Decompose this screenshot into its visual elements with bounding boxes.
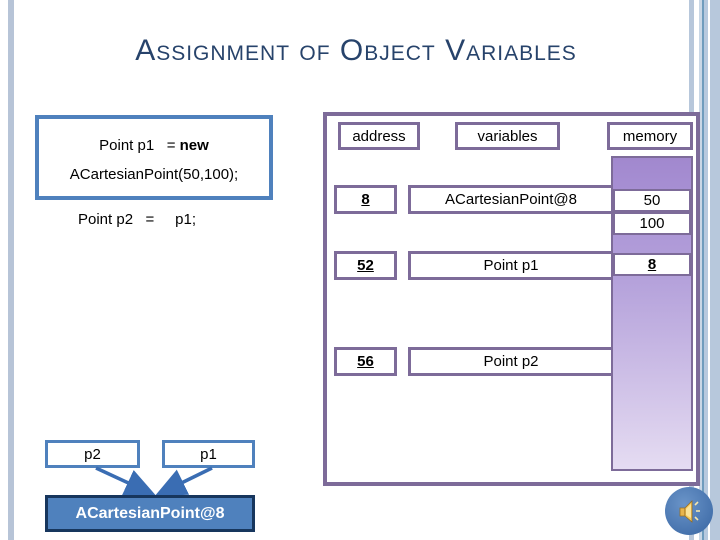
- header-address: address: [338, 122, 420, 150]
- reference-arrows: [95, 466, 213, 497]
- address-cell-object: 8: [334, 185, 397, 214]
- address-value: 8: [361, 191, 370, 208]
- right-edge-stripe: [702, 0, 704, 540]
- code-line1-text: Point p1 =: [99, 137, 180, 154]
- memory-cell-y: 100: [613, 212, 691, 235]
- address-value: 52: [357, 257, 374, 274]
- speaker-icon: [679, 500, 700, 523]
- ref-box-p1: p1: [162, 440, 255, 468]
- memory-cell-x: 50: [613, 189, 691, 212]
- right-edge-stripe: [699, 0, 702, 540]
- audio-button[interactable]: [665, 487, 713, 535]
- memory-column: 50 100 8: [611, 156, 693, 471]
- address-value: 56: [357, 353, 374, 370]
- right-edge-stripe: [710, 0, 720, 540]
- ref-box-p2: p2: [45, 440, 140, 468]
- header-memory: memory: [607, 122, 693, 150]
- address-cell-p2: 56: [334, 347, 397, 376]
- variable-cell-object: ACartesianPoint@8: [408, 185, 614, 214]
- object-instance-box: ACartesianPoint@8: [45, 495, 255, 532]
- memory-gap: [613, 158, 691, 189]
- variable-cell-p2: Point p2: [408, 347, 614, 376]
- code-line-1: Point p1 = new: [39, 131, 269, 160]
- memory-gap: [613, 235, 691, 253]
- variable-cell-p1: Point p1: [408, 251, 614, 280]
- memory-cell-p1-ref: 8: [613, 253, 691, 276]
- memory-value: 8: [647, 256, 657, 273]
- right-edge-stripe: [704, 0, 708, 540]
- statement-p2-assignment: Point p2 = p1;: [78, 211, 196, 228]
- address-cell-p1: 52: [334, 251, 397, 280]
- memory-table: address variables memory 8 ACartesianPoi…: [323, 112, 700, 486]
- code-box: Point p1 = new ACartesianPoint(50,100);: [35, 115, 273, 200]
- header-variables: variables: [455, 122, 560, 150]
- code-line-2: ACartesianPoint(50,100);: [69, 166, 239, 183]
- code-new-keyword: new: [179, 137, 209, 154]
- left-edge-bar: [8, 0, 14, 540]
- page-title: Assignment of Object Variables: [135, 34, 577, 67]
